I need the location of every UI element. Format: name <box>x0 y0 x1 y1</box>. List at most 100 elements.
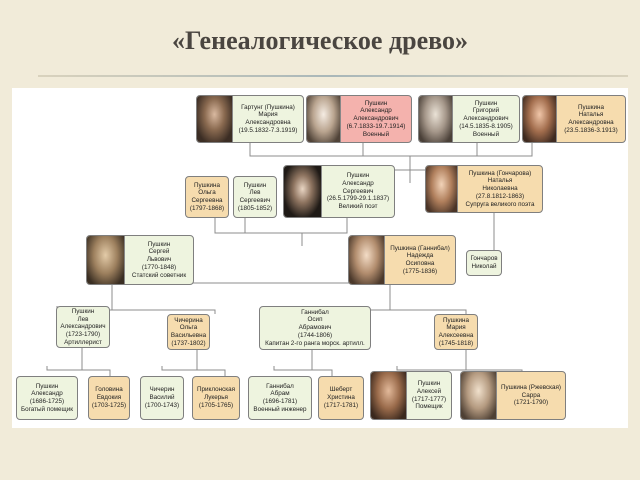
node-sergey[interactable]: Пушкин Сергей Львович (1770-1848) Статск… <box>86 235 194 285</box>
node-alexander-son[interactable]: Пушкин Александр Александрович (6.7.1833… <box>306 95 412 143</box>
node-surname: Пушкин <box>417 380 441 388</box>
portrait-image <box>426 166 458 212</box>
node-patronymic: Александрович <box>353 115 399 123</box>
node-dates: (23.5.1836-3.1913) <box>564 126 618 134</box>
node-dates: (1700-1743) <box>144 401 180 409</box>
node-golovina[interactable]: Головина Евдокия (1703-1725) <box>88 376 130 420</box>
node-surname: Пушкина <box>578 103 604 111</box>
node-dates: (1703-1725) <box>91 401 127 409</box>
node-surname: Пушкин <box>35 382 59 390</box>
node-dates: (1805-1852) <box>237 204 273 212</box>
node-maria[interactable]: Гартунг (Пушкина) Мария Александровна (1… <box>196 95 304 143</box>
node-abram[interactable]: Ганнибал Абрам (1696-1781) Военный инжен… <box>248 376 312 420</box>
node-olga[interactable]: Пушкина Ольга Сергеевна (1797-1868) <box>185 176 229 218</box>
node-osip[interactable]: Ганнибал Осип Абрамович (1744-1806) Капи… <box>259 306 371 350</box>
node-surname: Чичерина <box>174 316 203 324</box>
portrait-image <box>523 96 557 142</box>
node-nadezhda[interactable]: Пушкина (Ганнибал) Надежда Осиповна (177… <box>348 235 456 285</box>
node-name: Мария <box>258 111 278 119</box>
node-patronymic: Сергеевич <box>342 187 374 195</box>
node-patronymic: Николаевна <box>482 185 518 193</box>
node-natalia-daughter[interactable]: Пушкина Наталья Александровна (23.5.1836… <box>522 95 626 143</box>
node-sarra[interactable]: Пушкина (Ржевская) Сарра (1721-1790) <box>460 371 566 420</box>
node-occupation: Военный <box>362 130 390 138</box>
node-lev-a[interactable]: Пушкин Лев Александрович (1723-1790) Арт… <box>56 306 110 348</box>
node-patronymic: Львович <box>146 256 172 264</box>
portrait-image <box>349 236 385 284</box>
node-priklonskaya[interactable]: Приклонская Лукерья (1705-1765) <box>192 376 240 420</box>
node-name: Александр <box>342 179 374 187</box>
node-name: Алексей <box>416 387 442 395</box>
node-shebert[interactable]: Шеберт Христина (1717-1781) <box>318 376 364 420</box>
node-patronymic: Александровна <box>568 119 614 126</box>
node-patronymic: Александрович <box>60 323 106 331</box>
node-name: Григорий <box>472 107 500 115</box>
node-alexey[interactable]: Пушкин Алексей (1717-1777) Помещик <box>370 371 452 420</box>
node-name: Христина <box>327 394 355 402</box>
title-divider <box>38 75 628 77</box>
node-dates: (1723-1790) <box>65 330 101 338</box>
node-dates: (27.8.1812-1863) <box>475 192 525 200</box>
node-olga-chicherina[interactable]: Чичерина Ольга Васильевна (1737-1802) <box>167 314 210 350</box>
portrait-image <box>284 166 322 217</box>
node-lev-s[interactable]: Пушкин Лев Сергеевич (1805-1852) <box>233 176 277 218</box>
node-name: Ольга <box>198 189 216 197</box>
node-name: Сергей <box>148 248 170 256</box>
node-dates: (1717-1781) <box>323 401 359 409</box>
node-surname: Пушкин <box>346 172 370 180</box>
node-dates: (14.5.1835-8.1905) <box>459 122 513 130</box>
portrait-image <box>371 372 407 419</box>
node-occupation: Военный <box>472 130 500 138</box>
node-dates: (1797-1868) <box>189 204 225 212</box>
node-patronymic: Васильевна <box>170 332 207 339</box>
node-alexander-old[interactable]: Пушкин Александр (1686-1725) Богатый пом… <box>16 376 78 420</box>
node-occupation: Военный инженер <box>253 405 307 413</box>
node-dates: (1696-1781) <box>262 398 298 405</box>
node-maria-alexeevna[interactable]: Пушкина Мария Алексеевна (1745-1818) <box>434 314 478 350</box>
node-surname: Пушкина <box>443 316 469 324</box>
node-patronymic: Сергеевич <box>239 197 271 204</box>
node-name: Осип <box>307 316 323 324</box>
node-name: Сарра <box>521 391 541 399</box>
node-dates: (19.5.1832-7.3.1919) <box>238 126 298 134</box>
node-dates: (1686-1725) <box>29 398 65 405</box>
node-occupation: Великий поэт <box>338 203 378 210</box>
node-dates: (1705-1765) <box>198 401 234 409</box>
node-occupation: Супруга великого поэта <box>465 200 535 208</box>
node-dates: (1737-1802) <box>171 339 206 347</box>
node-surname: Пушкин <box>364 99 388 107</box>
node-occupation: Капитан 2-го ранга морск. артилл. <box>265 339 365 347</box>
node-occupation: Помещик <box>415 403 443 411</box>
node-occupation: Богатый помещик <box>20 405 74 413</box>
node-dates: (6.7.1833-19.7.1914) <box>346 122 406 130</box>
family-tree: Гартунг (Пушкина) Мария Александровна (1… <box>12 88 628 428</box>
node-name: Александр <box>360 107 392 115</box>
node-goncharov[interactable]: Гончаров Николай <box>466 250 502 276</box>
node-name: Надежда <box>406 252 434 260</box>
slide-title: «Генеалогическое древо» <box>172 26 468 55</box>
node-patronymic: Сергеевна <box>191 197 223 204</box>
node-patronymic: Александровна <box>245 119 291 126</box>
node-chicherin[interactable]: Чичерин Василий (1700-1743) <box>140 376 184 420</box>
node-surname: Ганнибал <box>301 308 329 316</box>
portrait-image <box>461 372 497 419</box>
node-surname: Ганнибал <box>266 382 294 390</box>
node-surname: Пушкина (Ржевская) <box>500 383 562 391</box>
node-name: Наталья <box>578 111 604 119</box>
node-surname: Пушкин <box>474 99 498 107</box>
node-surname: Пушкина (Ганнибал) <box>390 244 450 252</box>
node-dates: (1744-1806) <box>297 331 333 339</box>
node-surname: Пушкин <box>147 240 171 248</box>
node-name: Лев <box>249 189 261 197</box>
node-name: Николай <box>471 263 497 270</box>
node-name: Василий <box>149 394 175 402</box>
node-surname: Пушкин <box>243 181 267 189</box>
node-grigory[interactable]: Пушкин Григорий Александрович (14.5.1835… <box>418 95 520 143</box>
node-poet[interactable]: Пушкин Александр Сергеевич (26.5.1799-29… <box>283 165 395 218</box>
node-name: Мария <box>446 324 466 332</box>
portrait-image <box>197 96 233 142</box>
node-dates: (1721-1790) <box>513 399 549 407</box>
node-natalia-goncharova[interactable]: Пушкина (Гончарова) Наталья Николаевна (… <box>425 165 543 213</box>
portrait-image <box>87 236 125 284</box>
node-name: Абрам <box>270 390 290 398</box>
